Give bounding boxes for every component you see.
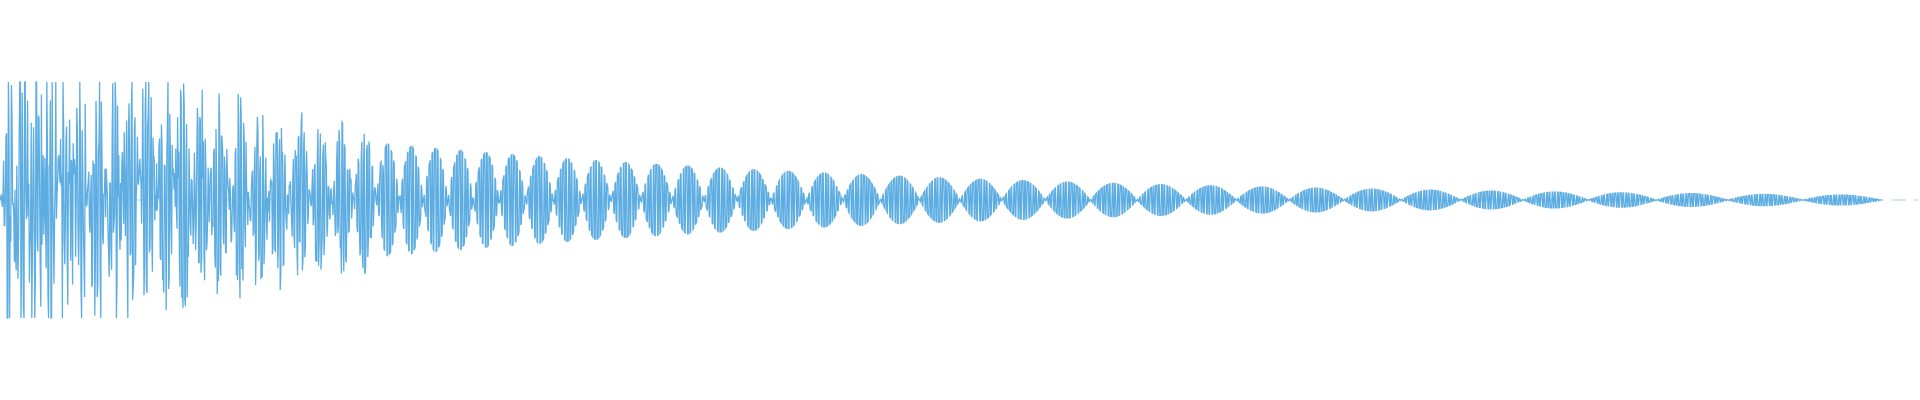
waveform-trace	[0, 81, 1882, 319]
